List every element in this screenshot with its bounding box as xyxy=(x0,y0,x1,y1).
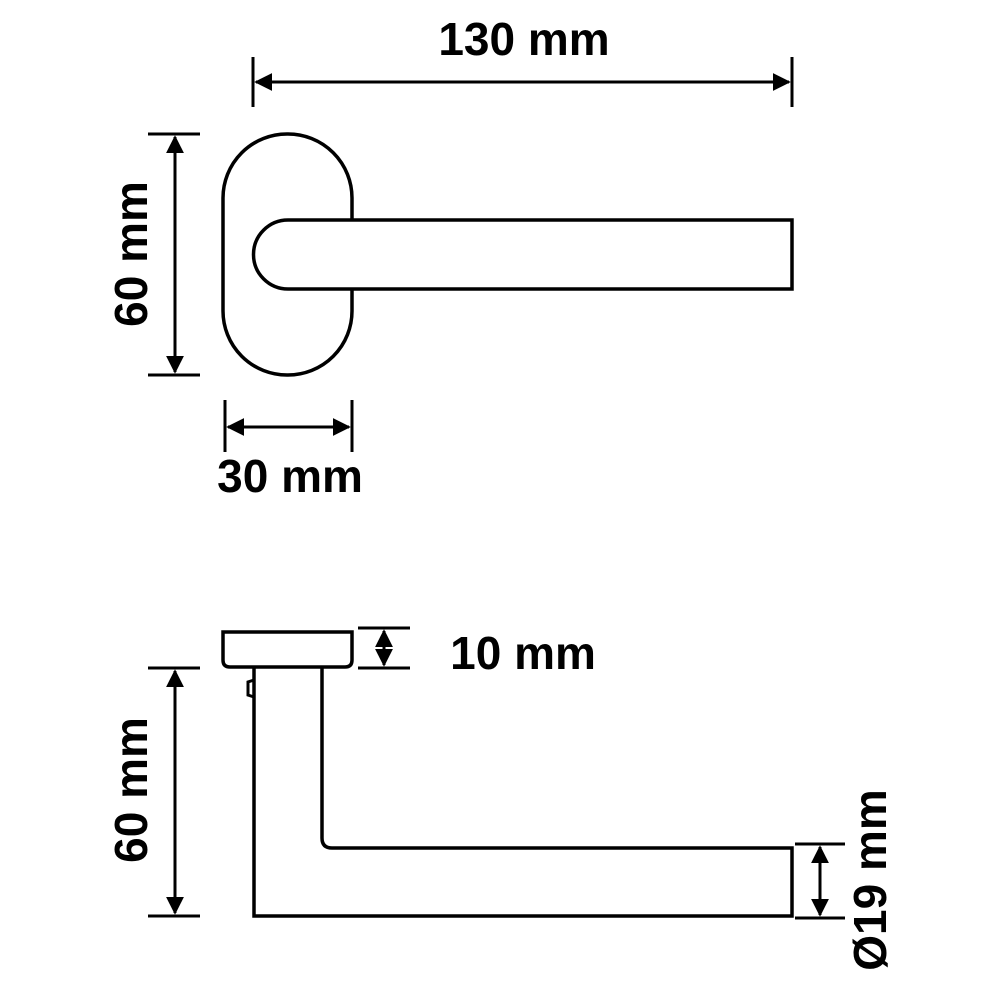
dimension-width-130: 130 mm xyxy=(251,13,794,107)
dimension-height-60-top: 60 mm xyxy=(105,132,200,377)
plate-width-label: 30 mm xyxy=(217,450,363,502)
top-view: 130 mm 60 mm 30 mm xyxy=(105,13,794,502)
side-view: 10 mm 60 mm Ø19 mm xyxy=(105,626,896,971)
height-label-side: 60 mm xyxy=(105,717,157,863)
thickness-label: 10 mm xyxy=(450,627,596,679)
width-label: 130 mm xyxy=(438,13,609,65)
rosette-plate-side xyxy=(221,630,354,669)
dimension-thickness-10: 10 mm xyxy=(358,626,596,679)
set-screw-notch xyxy=(246,678,255,699)
lever-profile xyxy=(252,667,794,918)
dimension-plate-width-30: 30 mm xyxy=(217,400,363,502)
lever-arm xyxy=(251,218,794,291)
height-label-top: 60 mm xyxy=(105,181,157,327)
dimension-diameter-19: Ø19 mm xyxy=(795,789,896,971)
dimension-height-60-side: 60 mm xyxy=(105,666,200,918)
diameter-label: Ø19 mm xyxy=(844,789,896,971)
